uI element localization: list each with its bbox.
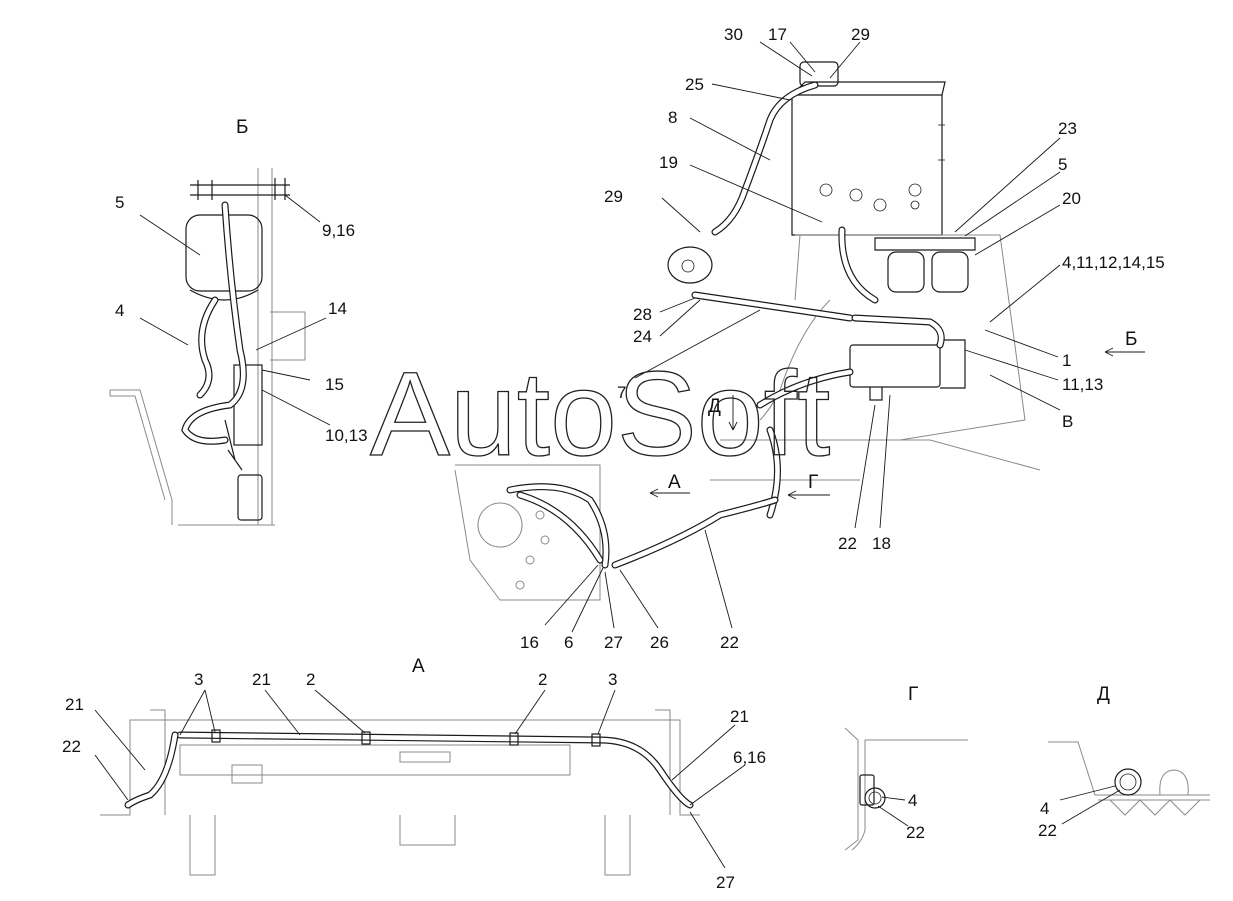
label-20: 20 — [1062, 189, 1081, 208]
label-a21-left: 21 — [65, 695, 84, 714]
label-17: 17 — [768, 25, 787, 44]
label-28: 28 — [633, 305, 652, 324]
label-26: 26 — [650, 633, 669, 652]
label-a3-right: 3 — [608, 670, 617, 689]
label-d4: 4 — [1040, 799, 1049, 818]
label-d22: 22 — [1038, 821, 1057, 840]
label-18: 18 — [872, 534, 891, 553]
label-27: 27 — [604, 633, 623, 652]
label-6: 6 — [564, 633, 573, 652]
view-a-title: А — [412, 656, 425, 677]
label-a2-left: 2 — [306, 670, 315, 689]
label-24: 24 — [633, 327, 652, 346]
label-b4: 4 — [115, 301, 124, 320]
label-a21-right: 21 — [730, 707, 749, 726]
label-23: 23 — [1058, 119, 1077, 138]
view-g-title: Г — [908, 684, 918, 705]
label-8: 8 — [668, 108, 677, 127]
watermark-text: AutoSoft — [370, 347, 830, 481]
label-19: 19 — [659, 153, 678, 172]
label-7: 7 — [617, 383, 626, 402]
view-d-detail: Д 4 22 — [1038, 684, 1210, 840]
label-16: 16 — [520, 633, 539, 652]
label-b5: 5 — [115, 193, 124, 212]
label-1: 1 — [1062, 351, 1071, 370]
arrow-d-label: Д — [708, 396, 721, 417]
label-b14: 14 — [328, 299, 347, 318]
label-g22: 22 — [906, 823, 925, 842]
label-30: 30 — [724, 25, 743, 44]
label-5: 5 — [1058, 155, 1067, 174]
label-11-13: 11,13 — [1062, 375, 1103, 394]
main-assembly-view: Б Д А Г В 30 17 29 25 8 — [454, 25, 1165, 652]
label-g4: 4 — [908, 791, 917, 810]
label-b15: 15 — [325, 375, 344, 394]
label-4-11-12-14-15: 4,11,12,14,15 — [1062, 253, 1165, 272]
label-a22: 22 — [62, 737, 81, 756]
view-a-detail: А 21 3 21 2 2 3 21 22 6,16 27 — [62, 656, 766, 892]
view-b-detail: Б 5 9,16 4 14 15 10,13 — [109, 117, 368, 526]
label-a6-16: 6,16 — [733, 748, 766, 767]
label-22-mid: 22 — [720, 633, 739, 652]
label-29-left: 29 — [604, 187, 623, 206]
label-a27: 27 — [716, 873, 735, 892]
label-a3-left: 3 — [194, 670, 203, 689]
arrow-a-label: А — [668, 472, 681, 493]
arrow-v-label: В — [1062, 412, 1073, 431]
label-b10-13: 10,13 — [325, 426, 368, 445]
label-25: 25 — [685, 75, 704, 94]
view-b-title: Б — [236, 117, 248, 138]
label-b9-16: 9,16 — [322, 221, 355, 240]
arrow-b-label: Б — [1125, 329, 1137, 350]
label-22-right: 22 — [838, 534, 857, 553]
label-a2-right: 2 — [538, 670, 547, 689]
view-g-detail: Г 4 22 — [844, 684, 968, 851]
arrow-g-label: Г — [808, 472, 818, 493]
label-29-top: 29 — [851, 25, 870, 44]
view-d-title: Д — [1097, 684, 1110, 705]
label-a21-mid: 21 — [252, 670, 271, 689]
